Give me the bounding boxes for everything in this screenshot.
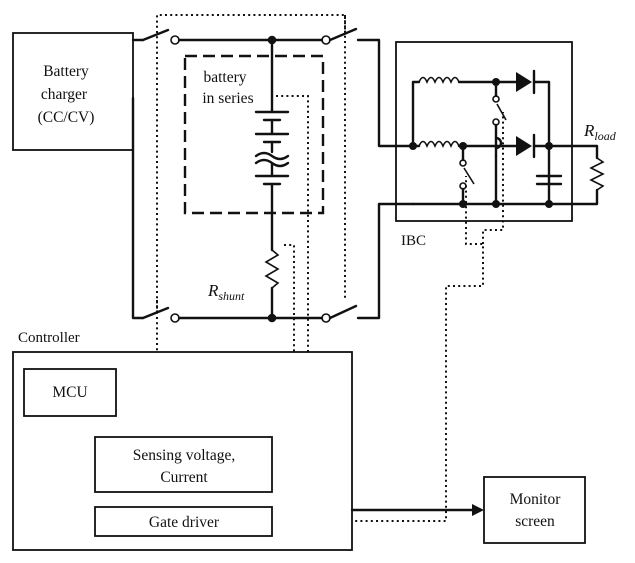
- gate-line-switch1: [482, 112, 504, 244]
- arrow-head-icon: [472, 504, 484, 516]
- switch-phase1[interactable]: [496, 103, 507, 121]
- charger-label-line3: (CC/CV): [38, 109, 95, 126]
- wire-crossover: [494, 136, 503, 150]
- mcu-label: MCU: [52, 384, 87, 401]
- ibc-label: IBC: [401, 233, 426, 249]
- wire-charger-bottom: [131, 96, 145, 320]
- battery-label-line1: battery: [203, 69, 246, 86]
- monitor-label-line2: screen: [515, 513, 555, 530]
- ibc-box: [395, 41, 573, 222]
- series-break-top: [254, 151, 290, 161]
- switch-bottom-right-blade[interactable]: [328, 304, 358, 320]
- wire-load-top: [547, 144, 599, 160]
- charger-label-line2: charger: [41, 86, 88, 103]
- wire-load-bottom: [570, 188, 599, 206]
- inductor-1: [418, 76, 460, 84]
- node-bottom: [267, 313, 277, 323]
- sensing-label-line1: Sensing voltage,: [133, 447, 235, 464]
- node-top: [267, 35, 277, 45]
- diode-2: [516, 136, 532, 156]
- main-wiring: [131, 27, 415, 323]
- load-label: Rload: [583, 121, 617, 143]
- monitor-screen-box[interactable]: [483, 476, 586, 544]
- battery-charger-box: [12, 32, 134, 151]
- load-resistor: [589, 157, 605, 191]
- wire-diode1-out: [532, 80, 551, 206]
- switch-top-right-blade[interactable]: [328, 27, 358, 42]
- wire-ibc-in-upper: [411, 80, 421, 148]
- shunt-label: Rshunt: [207, 281, 245, 303]
- diode-1: [516, 72, 532, 92]
- switch-bottom-left-blade[interactable]: [141, 306, 170, 320]
- inductor-2: [418, 140, 460, 148]
- battery-series-enclosure: [183, 54, 325, 215]
- controller-label: Controller: [18, 330, 80, 346]
- sensing-box[interactable]: [94, 436, 273, 493]
- charger-label-line1: Battery: [43, 63, 89, 80]
- shunt-resistor: [264, 249, 280, 289]
- wire-top-to-ibc: [356, 38, 415, 148]
- switch-phase2[interactable]: [463, 167, 475, 185]
- controller-block: Controller MCU Sensing voltage, Current …: [12, 330, 353, 551]
- monitor-label-line1: Monitor: [510, 491, 562, 508]
- sensing-label-line2: Current: [160, 469, 208, 486]
- battery-label-line2: in series: [202, 90, 253, 107]
- mcu-box[interactable]: [23, 368, 117, 417]
- gate-driver-label: Gate driver: [149, 514, 220, 531]
- gate-driver-box[interactable]: [94, 506, 273, 537]
- switch-top-left-blade[interactable]: [141, 28, 170, 42]
- battery-charger-block: Battery charger (CC/CV): [12, 32, 134, 151]
- ibc-block: IBC: [395, 41, 599, 249]
- gate-line-switch2: [272, 176, 484, 522]
